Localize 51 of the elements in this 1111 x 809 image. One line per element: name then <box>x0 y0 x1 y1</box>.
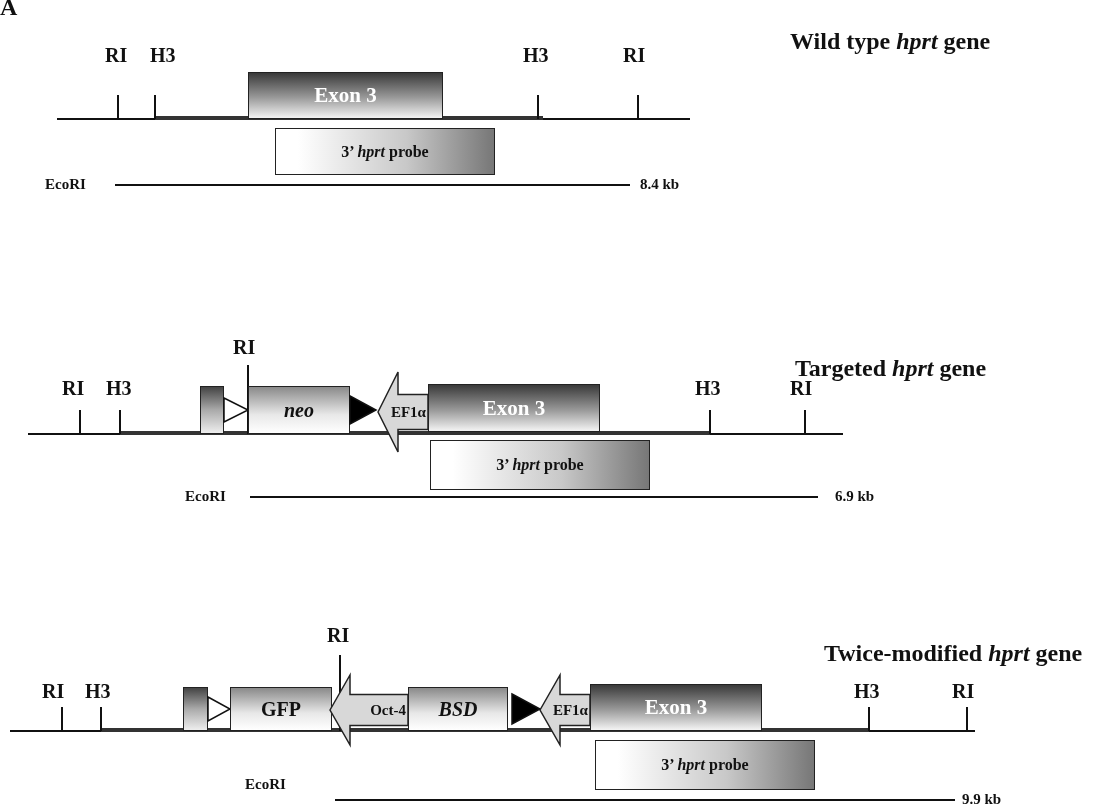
filled-triangle-icon <box>512 694 540 724</box>
gene-label: BSD <box>438 697 478 721</box>
fragment-size: 8.4 kb <box>640 176 680 193</box>
site-label: H3 <box>85 680 111 703</box>
gene-box <box>230 687 332 731</box>
site-label: RI <box>105 44 128 67</box>
fragment-size: 9.9 kb <box>962 791 1002 808</box>
probe-box <box>595 740 815 790</box>
filled-triangle-icon <box>350 396 376 424</box>
open-triangle-icon <box>208 697 230 721</box>
fragment-size: 6.9 kb <box>835 488 875 505</box>
exon-box <box>200 386 224 434</box>
site-label: H3 <box>523 44 549 67</box>
site-label: H3 <box>150 44 176 67</box>
exon-label: Exon 3 <box>644 695 708 720</box>
probe-label: 3’ hprt probe <box>496 456 584 474</box>
exon-box <box>183 687 208 731</box>
probe-label: 3’ hprt probe <box>661 756 749 774</box>
exon-box <box>590 684 762 731</box>
exon-label: Exon 3 <box>314 83 377 108</box>
panel-title: Wild type hprt gene <box>790 28 991 55</box>
gene-label: neo <box>284 398 314 422</box>
fragment-label: EcoRI <box>185 488 226 505</box>
exon-label: Exon 3 <box>482 395 546 421</box>
site-label: RI <box>62 377 85 400</box>
open-triangle-icon <box>224 398 248 422</box>
promoter-element <box>378 372 428 452</box>
site-label: H3 <box>854 680 880 703</box>
fragment-label: EcoRI <box>45 176 86 193</box>
promoter-label: Oct-4 <box>370 701 406 719</box>
site-label: H3 <box>106 377 132 400</box>
promoter-element <box>330 675 408 745</box>
site-label: RI <box>952 680 975 703</box>
promoter-label: EF1α <box>552 701 588 719</box>
site-label: RI <box>327 624 350 647</box>
promoter-label: EF1α <box>390 403 426 421</box>
gene-box <box>408 687 508 731</box>
probe-box <box>275 128 495 175</box>
site-label: H3 <box>695 377 721 400</box>
gene-label: GFP <box>261 697 301 721</box>
probe-box <box>430 440 650 490</box>
site-label: RI <box>233 336 256 359</box>
promoter-element <box>540 675 590 745</box>
gene-box <box>248 386 350 434</box>
site-label: RI <box>42 680 65 703</box>
probe-label: 3’ hprt probe <box>341 142 429 161</box>
panel-title: Twice-modified hprt gene <box>824 640 1083 667</box>
site-label: RI <box>623 44 646 67</box>
fragment-label: EcoRI <box>245 776 286 793</box>
exon-box <box>248 72 443 119</box>
exon-box <box>428 384 600 432</box>
